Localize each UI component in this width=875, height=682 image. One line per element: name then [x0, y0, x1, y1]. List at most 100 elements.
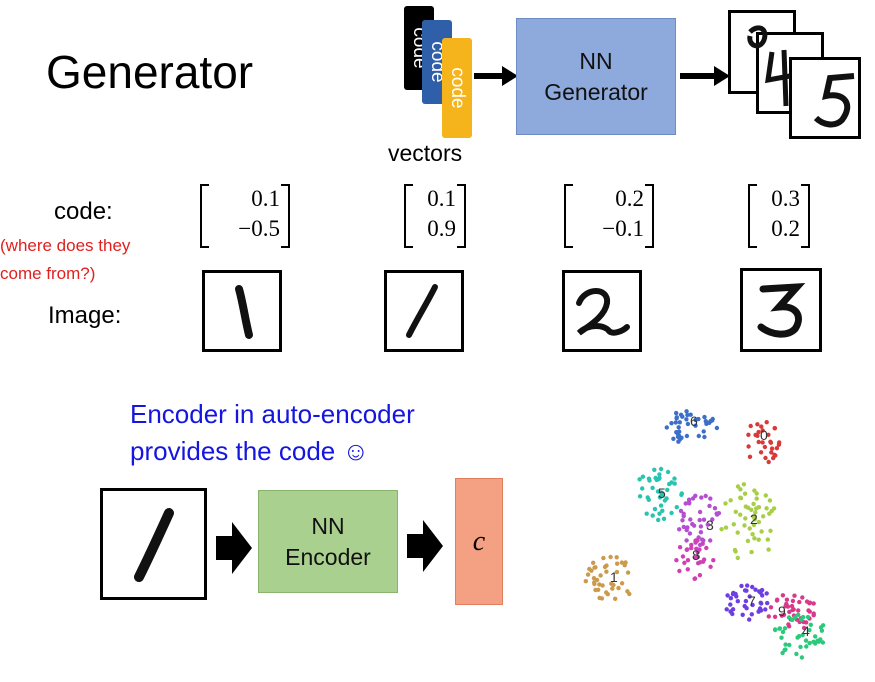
scatter-point	[696, 416, 701, 422]
scatter-point	[686, 500, 692, 505]
code-label: code:	[54, 198, 113, 225]
scatter-point	[655, 489, 661, 494]
scatter-point	[665, 487, 670, 493]
scatter-point	[735, 599, 740, 604]
scatter-point	[753, 587, 758, 592]
scatter-point	[685, 567, 690, 572]
scatter-point	[739, 583, 744, 589]
scatter-point	[591, 560, 596, 565]
scatter-point	[640, 474, 646, 479]
scatter-point	[714, 425, 720, 431]
scatter-point	[807, 609, 812, 614]
scatter-point	[723, 525, 729, 530]
scatter-point	[772, 426, 778, 431]
scatter-point	[675, 431, 680, 436]
scatter-point	[704, 421, 709, 426]
scatter-point	[637, 477, 642, 482]
scatter-point	[698, 524, 704, 529]
arrow-to-encoder	[216, 522, 252, 574]
scatter-point	[680, 414, 685, 419]
scatter-point	[679, 435, 684, 440]
scatter-point	[754, 496, 759, 501]
code-vector-4: 0.3 0.2	[748, 184, 810, 248]
cluster-label-4: 4	[802, 623, 810, 639]
scatter-point	[652, 467, 657, 472]
scatter-point	[764, 591, 769, 596]
scatter-point	[767, 511, 772, 516]
arrow-from-generator	[680, 66, 730, 86]
scatter-point	[789, 603, 795, 609]
scatter-point	[657, 472, 662, 477]
scatter-point	[765, 537, 770, 542]
scatter-point	[692, 576, 697, 581]
scatter-point	[766, 614, 771, 619]
scatter-point	[774, 446, 780, 451]
scatter-point	[750, 584, 755, 590]
scatter-point	[776, 442, 782, 447]
scatter-point	[782, 647, 787, 653]
scatter-point	[719, 527, 724, 532]
scatter-point	[658, 503, 664, 508]
scatter-point	[697, 573, 703, 578]
scatter-point	[745, 583, 750, 588]
scatter-point	[701, 517, 707, 522]
scatter-point	[756, 429, 761, 435]
code-symbol: c	[472, 525, 486, 557]
scatter-point	[728, 602, 733, 607]
scatter-point	[647, 478, 652, 483]
scatter-point	[742, 491, 748, 496]
scatter-point	[604, 563, 609, 568]
scatter-point	[676, 425, 681, 430]
scatter-point	[616, 585, 621, 591]
scatter-point	[710, 517, 715, 522]
scatter-point	[780, 593, 786, 598]
scatter-point	[725, 593, 730, 598]
scatter-point	[611, 582, 616, 588]
scatter-point	[747, 594, 752, 599]
scatter-point	[714, 511, 719, 516]
scatter-point	[762, 444, 768, 450]
scatter-point	[700, 537, 705, 542]
scatter-point	[741, 482, 747, 487]
digit-image-3	[562, 270, 642, 352]
scatter-point	[665, 469, 671, 475]
scatter-point	[750, 532, 755, 537]
scatter-point	[669, 421, 674, 426]
scatter-point	[731, 522, 736, 527]
scatter-point	[684, 547, 689, 552]
scatter-point	[738, 496, 744, 501]
code-vector-4-bottom: 0.2	[771, 216, 800, 241]
scatter-point	[819, 628, 825, 633]
scatter-point	[753, 432, 758, 438]
scatter-point	[689, 542, 694, 548]
scatter-point	[669, 510, 674, 516]
scatter-point	[811, 601, 816, 606]
scatter-point	[750, 602, 755, 608]
scatter-point	[797, 599, 802, 605]
encoder-caption-line2: provides the code ☺	[130, 436, 370, 466]
scatter-point	[677, 568, 682, 574]
scatter-point	[698, 530, 704, 535]
cluster-label-7: 7	[748, 593, 756, 609]
code-origin-note-line1: (where does they	[0, 236, 131, 255]
scatter-point	[734, 594, 739, 599]
scatter-point	[658, 466, 664, 472]
cluster-label-5: 5	[658, 485, 666, 501]
scatter-point	[693, 423, 698, 428]
scatter-point	[743, 516, 748, 521]
scatter-point	[702, 414, 707, 420]
nn-encoder-box: NN Encoder	[258, 490, 398, 593]
scatter-point	[677, 420, 682, 425]
scatter-point	[730, 611, 735, 617]
scatter-point	[757, 606, 763, 611]
scatter-point	[677, 527, 682, 532]
scatter-point	[765, 600, 770, 606]
scatter-point	[764, 420, 769, 425]
scatter-point	[761, 514, 766, 519]
scatter-point	[745, 538, 751, 544]
scatter-point	[800, 632, 805, 638]
scatter-point	[784, 597, 790, 602]
scatter-point	[735, 555, 740, 561]
code-vector-2: 0.1 0.9	[404, 184, 466, 248]
scatter-point	[704, 545, 709, 551]
